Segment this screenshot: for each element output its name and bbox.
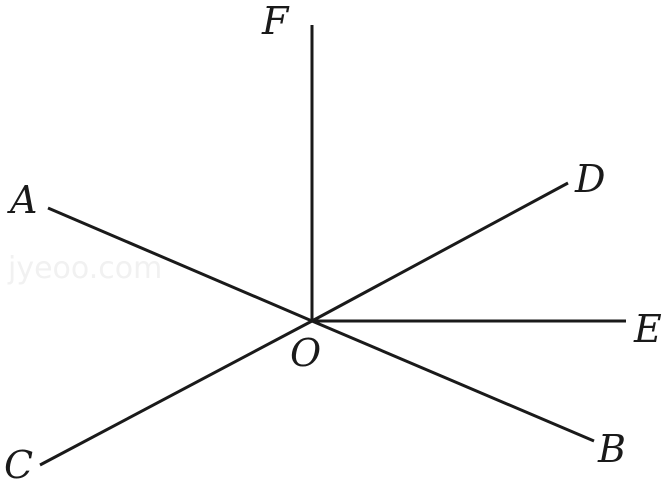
label-C: C <box>4 443 33 486</box>
ray-OA <box>47 206 313 323</box>
label-B: B <box>597 427 626 471</box>
ray-OB <box>311 319 595 443</box>
label-A: A <box>7 178 37 222</box>
ray-OD <box>311 181 569 323</box>
label-D: D <box>574 157 605 201</box>
watermark-text: jyeoo.com <box>7 251 162 286</box>
label-E: E <box>633 307 662 351</box>
ray-OC <box>39 319 313 467</box>
label-F: F <box>261 0 290 43</box>
label-O: O <box>290 331 321 375</box>
